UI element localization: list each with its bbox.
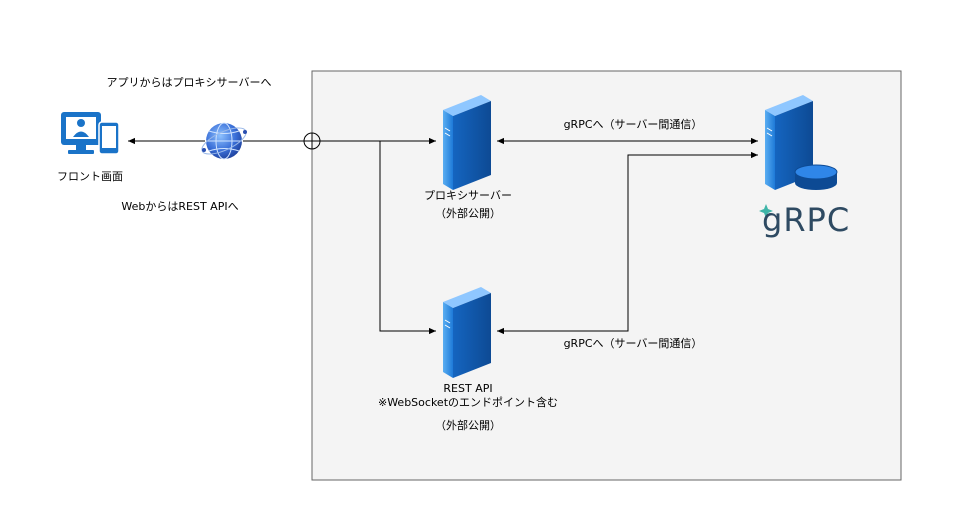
label-grpc-bottom: gRPCへ（サーバー間通信） [563,337,703,350]
label-proxy-public: （外部公開） [435,207,501,220]
grpc-logo-sparkle-icon [759,204,773,218]
label-app-to-proxy: アプリからはプロキシサーバーへ [106,76,272,89]
label-proxy-server: プロキシサーバー [424,189,512,202]
connector-to-rest [379,141,436,335]
grpc-database-server-icon [765,95,838,190]
proxy-server-icon [443,95,491,190]
frontend-monitor-icon [61,112,120,155]
connector-rest-grpc [497,151,758,335]
label-rest-note: ※WebSocketのエンドポイント含む [377,396,559,409]
label-grpc-top: gRPCへ（サーバー間通信） [563,118,703,131]
internet-globe-icon [201,122,247,160]
label-rest-public: （外部公開） [435,419,501,432]
label-frontend: フロント画面 [57,170,123,183]
label-rest-api: REST API [443,382,493,395]
grpc-logo: gRPC [762,201,851,239]
label-web-to-rest: WebからはREST APIへ [121,200,239,213]
rest-api-server-icon [443,287,491,378]
